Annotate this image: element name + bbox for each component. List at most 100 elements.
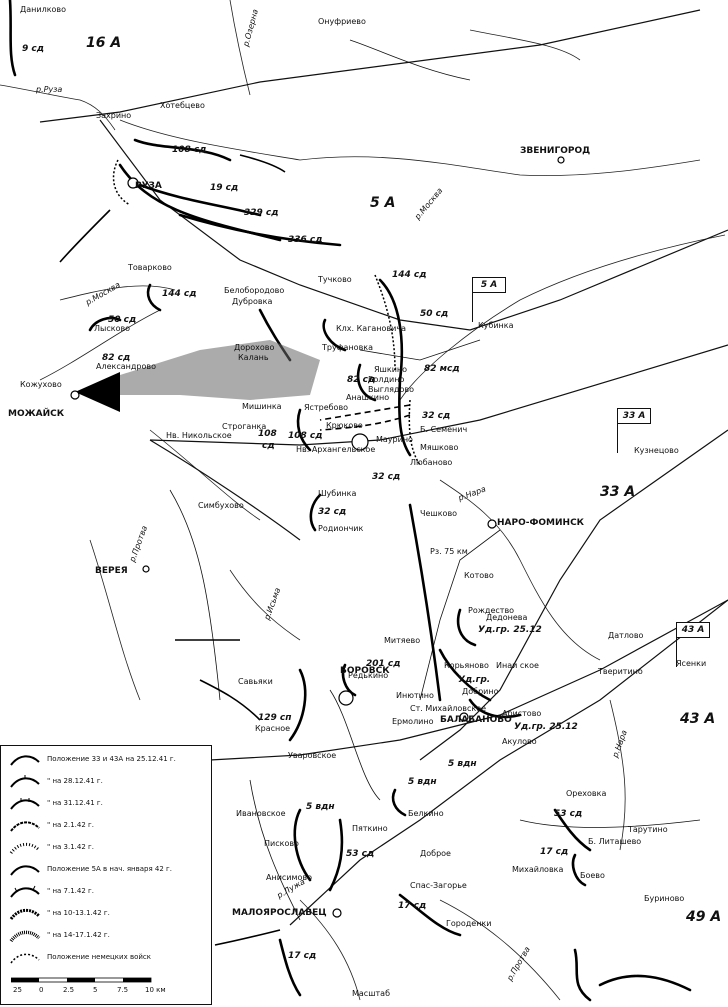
village-label: Яшкино xyxy=(374,365,408,374)
front-lines xyxy=(8,0,692,1002)
map-legend: Положение 33 и 43А на 25.12.41 г. " на 2… xyxy=(0,745,212,1005)
unit-label: 32 сд xyxy=(422,411,451,421)
village-label: Товарково xyxy=(128,263,172,272)
legend-item: " на 28.12.41 г. xyxy=(7,772,207,792)
legend-item: " на 2.1.42 г. xyxy=(7,816,207,836)
village-label: Ястребово xyxy=(304,403,349,412)
unit-label: 53 сд xyxy=(554,809,583,819)
unit-label: 5 вдн xyxy=(408,777,437,787)
unit-label: 5 вдн xyxy=(306,802,335,812)
legend-item: Положение 33 и 43А на 25.12.41 г. xyxy=(7,750,207,770)
unit-label: 82 сд xyxy=(347,375,376,385)
village-label: Калань xyxy=(238,353,269,362)
village-label: Доброе xyxy=(420,849,451,858)
village-label: Датлово xyxy=(608,631,644,640)
village-label: Боево xyxy=(580,871,605,880)
village-label: Добрино xyxy=(462,687,499,696)
army-43: 43 А xyxy=(680,711,716,727)
unit-label: 336 сд xyxy=(288,235,323,245)
legend-item: " на 3.1.42 г. xyxy=(7,838,207,858)
movement-arrows xyxy=(59,154,411,946)
unit-label: 50 сд xyxy=(108,315,137,325)
city-ruza: РУЗА xyxy=(135,181,162,191)
unit-label: 17 сд xyxy=(398,901,427,911)
village-label: Писково xyxy=(264,839,299,848)
unit-label: 144 сд xyxy=(392,270,427,280)
city-naro-fominsk: НАРО-ФОМИНСК xyxy=(497,518,585,528)
unit-label: 17 сд xyxy=(288,951,317,961)
village-label: Труфановка xyxy=(322,343,374,352)
village-label: Городенки xyxy=(446,919,492,928)
village-label: Белкино xyxy=(408,809,444,818)
unit-label: 17 сд xyxy=(540,847,569,857)
village-label: Рз. 75 км xyxy=(430,547,468,556)
village-label: Красное xyxy=(255,724,291,733)
village-label: Редькино xyxy=(348,671,389,680)
village-label: Анашкино xyxy=(346,393,390,402)
city-borovsk: БОРОВСК xyxy=(340,666,390,676)
army-49: 49 А xyxy=(686,909,722,925)
village-label: Спас-Загорье xyxy=(410,881,467,890)
village-label: Михайловка xyxy=(512,865,564,874)
city-balabanovo: БАЛАБАНОВО xyxy=(440,715,512,725)
city-mozhaisk: МОЖАЙСК xyxy=(8,409,65,419)
village-label: Дедонева xyxy=(486,613,528,622)
village-label: Ст. Михайловское xyxy=(410,704,487,713)
village-label: Ивановское xyxy=(236,809,286,818)
village-label: Чешково xyxy=(420,509,458,518)
unit-label: Уд.гр. 25.12 xyxy=(478,625,542,635)
german-positions xyxy=(112,159,421,466)
village-label: Тверитино xyxy=(598,667,643,676)
town-markers xyxy=(70,156,565,918)
unit-label: 9 сд xyxy=(22,44,44,54)
railways xyxy=(39,9,728,926)
village-label: Уваровское xyxy=(288,751,337,760)
village-label: Александрово xyxy=(96,362,156,371)
village-label: Ермолино xyxy=(392,717,434,726)
village-label: Симбухово xyxy=(198,501,244,510)
unit-label: 108 сд xyxy=(288,431,323,441)
unit-label: 129 сп xyxy=(258,713,292,723)
village-label: Кожухово xyxy=(20,380,62,389)
village-label: Данилково xyxy=(20,5,67,14)
flag-43a: 43 А xyxy=(676,622,710,667)
village-label: Нв. Никольское xyxy=(166,431,232,440)
scale-bar xyxy=(11,977,152,983)
village-label: Мишинка xyxy=(242,402,282,411)
flag-33a: 33 А xyxy=(617,408,651,453)
unit-label: 201 сд xyxy=(366,659,401,669)
village-label: Захрино xyxy=(96,111,132,120)
village-label: Буриново xyxy=(644,894,685,903)
village-label: Б. Литашево xyxy=(588,837,642,846)
village-label: Белобородово xyxy=(224,286,285,295)
unit-label: Уд.гр. xyxy=(458,675,491,685)
village-label: Кубинка xyxy=(478,321,514,330)
village-label: Ясенки xyxy=(676,659,707,668)
village-label: Инютино xyxy=(396,691,434,700)
village-label: Савьяки xyxy=(238,677,273,686)
legend-item: " на 14-17.1.42 г. xyxy=(7,926,207,946)
village-label: Родиончик xyxy=(318,524,364,533)
village-label: Корьяново xyxy=(444,661,489,670)
unit-label: 329 сд xyxy=(244,208,279,218)
river-label: р.Руза xyxy=(36,85,63,94)
unit-label: 19 сд xyxy=(210,183,239,193)
army-16: 16 А xyxy=(86,35,122,51)
unit-label: 108 сд xyxy=(172,145,207,155)
village-label: Лысково xyxy=(94,324,131,333)
village-label: Акулово xyxy=(502,737,537,746)
village-label: Клх. Кагановича xyxy=(336,324,406,333)
village-label: Выглядово xyxy=(368,385,414,394)
unit-label: 5 вдн xyxy=(448,759,477,769)
village-label: Б. Семенич xyxy=(420,425,468,434)
unit-label: 53 сд xyxy=(346,849,375,859)
unit-label: 108 xyxy=(258,429,277,439)
village-label: Кузнецово xyxy=(634,446,679,455)
village-label: Дорохово xyxy=(234,343,275,352)
village-label: Шубинка xyxy=(318,489,357,498)
unit-label: сд xyxy=(262,441,275,451)
flag-5a: 5 А xyxy=(472,277,506,322)
attack-arrow xyxy=(75,340,320,412)
unit-label: Уд.гр. 25.12 xyxy=(514,722,578,732)
